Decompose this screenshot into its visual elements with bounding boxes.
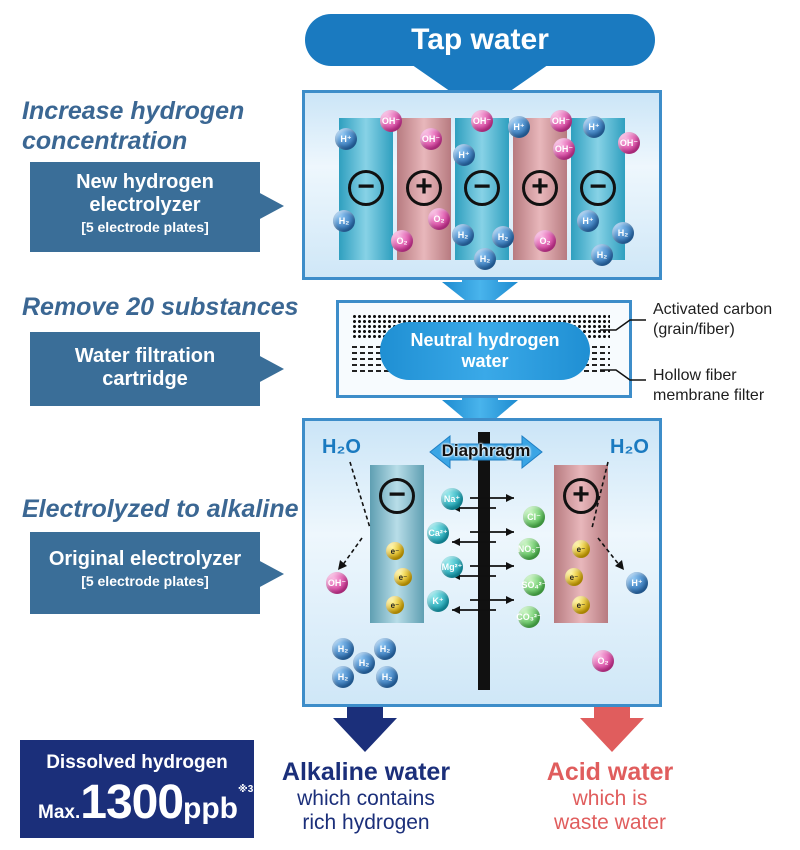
callout-original-electrolyzer-title: Original electrolyzer bbox=[48, 548, 242, 570]
dissolved-prefix: Max. bbox=[38, 802, 81, 823]
no3-ion: NO₃⁻ bbox=[518, 538, 540, 560]
alkaline-line2: rich hydrogen bbox=[302, 811, 430, 834]
h-plus-ion: H⁺ bbox=[577, 210, 599, 232]
dissolved-unit: ppb bbox=[183, 792, 239, 825]
h2-molecule: H₂ bbox=[332, 638, 354, 660]
arrow-to-electrolyzer bbox=[442, 382, 518, 432]
oh-minus-ion: OH⁻ bbox=[326, 572, 348, 594]
callout-new-electrolyzer-title: New hydrogen electrolyzer bbox=[76, 171, 214, 216]
h2-molecule: H₂ bbox=[452, 224, 474, 246]
plus-sign: + bbox=[522, 170, 558, 206]
h2-molecule: H₂ bbox=[612, 222, 634, 244]
electron: e⁻ bbox=[572, 596, 590, 614]
arrow-to-filter bbox=[442, 262, 518, 312]
hollow-fiber-label: Hollow fiber membrane filter bbox=[653, 367, 765, 404]
k-ion: K⁺ bbox=[427, 590, 449, 612]
so4-ion: SO₄²⁻ bbox=[521, 574, 547, 596]
callout-new-electrolyzer-sub: [5 electrode plates] bbox=[81, 219, 209, 235]
heading-remove-substances: Remove 20 substances bbox=[22, 293, 299, 321]
h2-molecule: H₂ bbox=[492, 226, 514, 248]
o2-molecule: O₂ bbox=[534, 230, 556, 252]
minus-sign: − bbox=[379, 478, 415, 514]
diaphragm-label: Diaphragm bbox=[441, 441, 531, 460]
h2-molecule: H₂ bbox=[333, 210, 355, 232]
callout-original-electrolyzer: Original electrolyzer [5 electrode plate… bbox=[30, 532, 260, 614]
electron: e⁻ bbox=[394, 568, 412, 586]
acid-arrow bbox=[580, 697, 644, 752]
dissolved-hydrogen-box: Dissolved hydrogen Max.1300ppb※3 bbox=[20, 740, 254, 838]
oh-minus-ion: OH⁻ bbox=[380, 110, 402, 132]
minus-sign: − bbox=[580, 170, 616, 206]
oh-minus-ion: OH⁻ bbox=[550, 110, 572, 132]
mg-ion: Mg²⁺ bbox=[441, 556, 463, 578]
electron: e⁻ bbox=[565, 568, 583, 586]
dissolved-title: Dissolved hydrogen bbox=[46, 752, 228, 773]
h2-molecule: H₂ bbox=[474, 248, 496, 270]
activated-carbon-label: Activated carbon (grain/fiber) bbox=[653, 301, 773, 338]
tap-water-pill bbox=[305, 14, 655, 66]
minus-sign: − bbox=[348, 170, 384, 206]
plus-sign: + bbox=[563, 478, 599, 514]
na-ion: Na⁺ bbox=[441, 488, 463, 510]
h-plus-ion: H⁺ bbox=[335, 128, 357, 150]
callout-filter-title: Water filtration cartridge bbox=[74, 345, 216, 390]
diaphragm-double-arrow bbox=[429, 434, 543, 470]
filter-leader-lines bbox=[600, 319, 646, 381]
h-plus-ion: H⁺ bbox=[453, 144, 475, 166]
alkaline-title: Alkaline water bbox=[281, 758, 451, 786]
electron: e⁻ bbox=[386, 596, 404, 614]
alkaline-arrow bbox=[333, 697, 397, 752]
h2-molecule: H₂ bbox=[591, 244, 613, 266]
plus-sign: + bbox=[406, 170, 442, 206]
heading-increase-hydrogen: Increase hydrogen concentration bbox=[22, 97, 245, 155]
dissolved-value: 1300 bbox=[80, 776, 184, 829]
electron: e⁻ bbox=[572, 540, 590, 558]
h2o-label-left: H₂O bbox=[322, 436, 361, 458]
cl-ion: Cl⁻ bbox=[523, 506, 545, 528]
o2-molecule: O₂ bbox=[391, 230, 413, 252]
dissolved-note: ※3 bbox=[238, 784, 254, 795]
diaphragm bbox=[478, 432, 490, 690]
callout-original-electrolyzer-sub: [5 electrode plates] bbox=[81, 573, 209, 589]
callout-tip bbox=[258, 355, 284, 383]
oh-minus-ion: OH⁻ bbox=[420, 128, 442, 150]
o2-molecule: O₂ bbox=[592, 650, 614, 672]
o2-molecule: O₂ bbox=[428, 208, 450, 230]
co3-ion: CO₃²⁻ bbox=[516, 606, 542, 628]
oh-minus-ion: OH⁻ bbox=[553, 138, 575, 160]
oh-minus-ion: OH⁻ bbox=[618, 132, 640, 154]
electron: e⁻ bbox=[386, 542, 404, 560]
h2-molecule: H₂ bbox=[374, 638, 396, 660]
callout-new-electrolyzer: New hydrogen electrolyzer [5 electrode p… bbox=[30, 162, 260, 252]
h2o-label-right: H₂O bbox=[610, 436, 649, 458]
dissolved-value-line: Max.1300ppb※3 bbox=[38, 778, 253, 828]
neutral-water-label: Neutral hydrogen water bbox=[410, 330, 560, 371]
heading-electrolyzed: Electrolyzed to alkaline bbox=[22, 495, 299, 523]
acid-line2: waste water bbox=[553, 811, 667, 834]
callout-filter: Water filtration cartridge bbox=[30, 332, 260, 406]
minus-sign: − bbox=[464, 170, 500, 206]
alkaline-line1: which contains bbox=[297, 787, 435, 810]
tap-water-label: Tap water bbox=[411, 23, 549, 56]
callout-tip bbox=[258, 192, 284, 220]
h2-molecule: H₂ bbox=[332, 666, 354, 688]
h2-molecule: H₂ bbox=[376, 666, 398, 688]
reaction-arrows bbox=[338, 461, 624, 614]
oh-minus-ion: OH⁻ bbox=[471, 110, 493, 132]
h-plus-ion: H⁺ bbox=[626, 572, 648, 594]
acid-title: Acid water bbox=[546, 758, 674, 786]
callout-tip bbox=[258, 560, 284, 588]
h-plus-ion: H⁺ bbox=[583, 116, 605, 138]
neutral-water-pill bbox=[380, 322, 590, 380]
h-plus-ion: H⁺ bbox=[508, 116, 530, 138]
ca-ion: Ca²⁺ bbox=[427, 522, 449, 544]
h2-molecule: H₂ bbox=[353, 652, 375, 674]
acid-line1: which is bbox=[572, 787, 648, 810]
